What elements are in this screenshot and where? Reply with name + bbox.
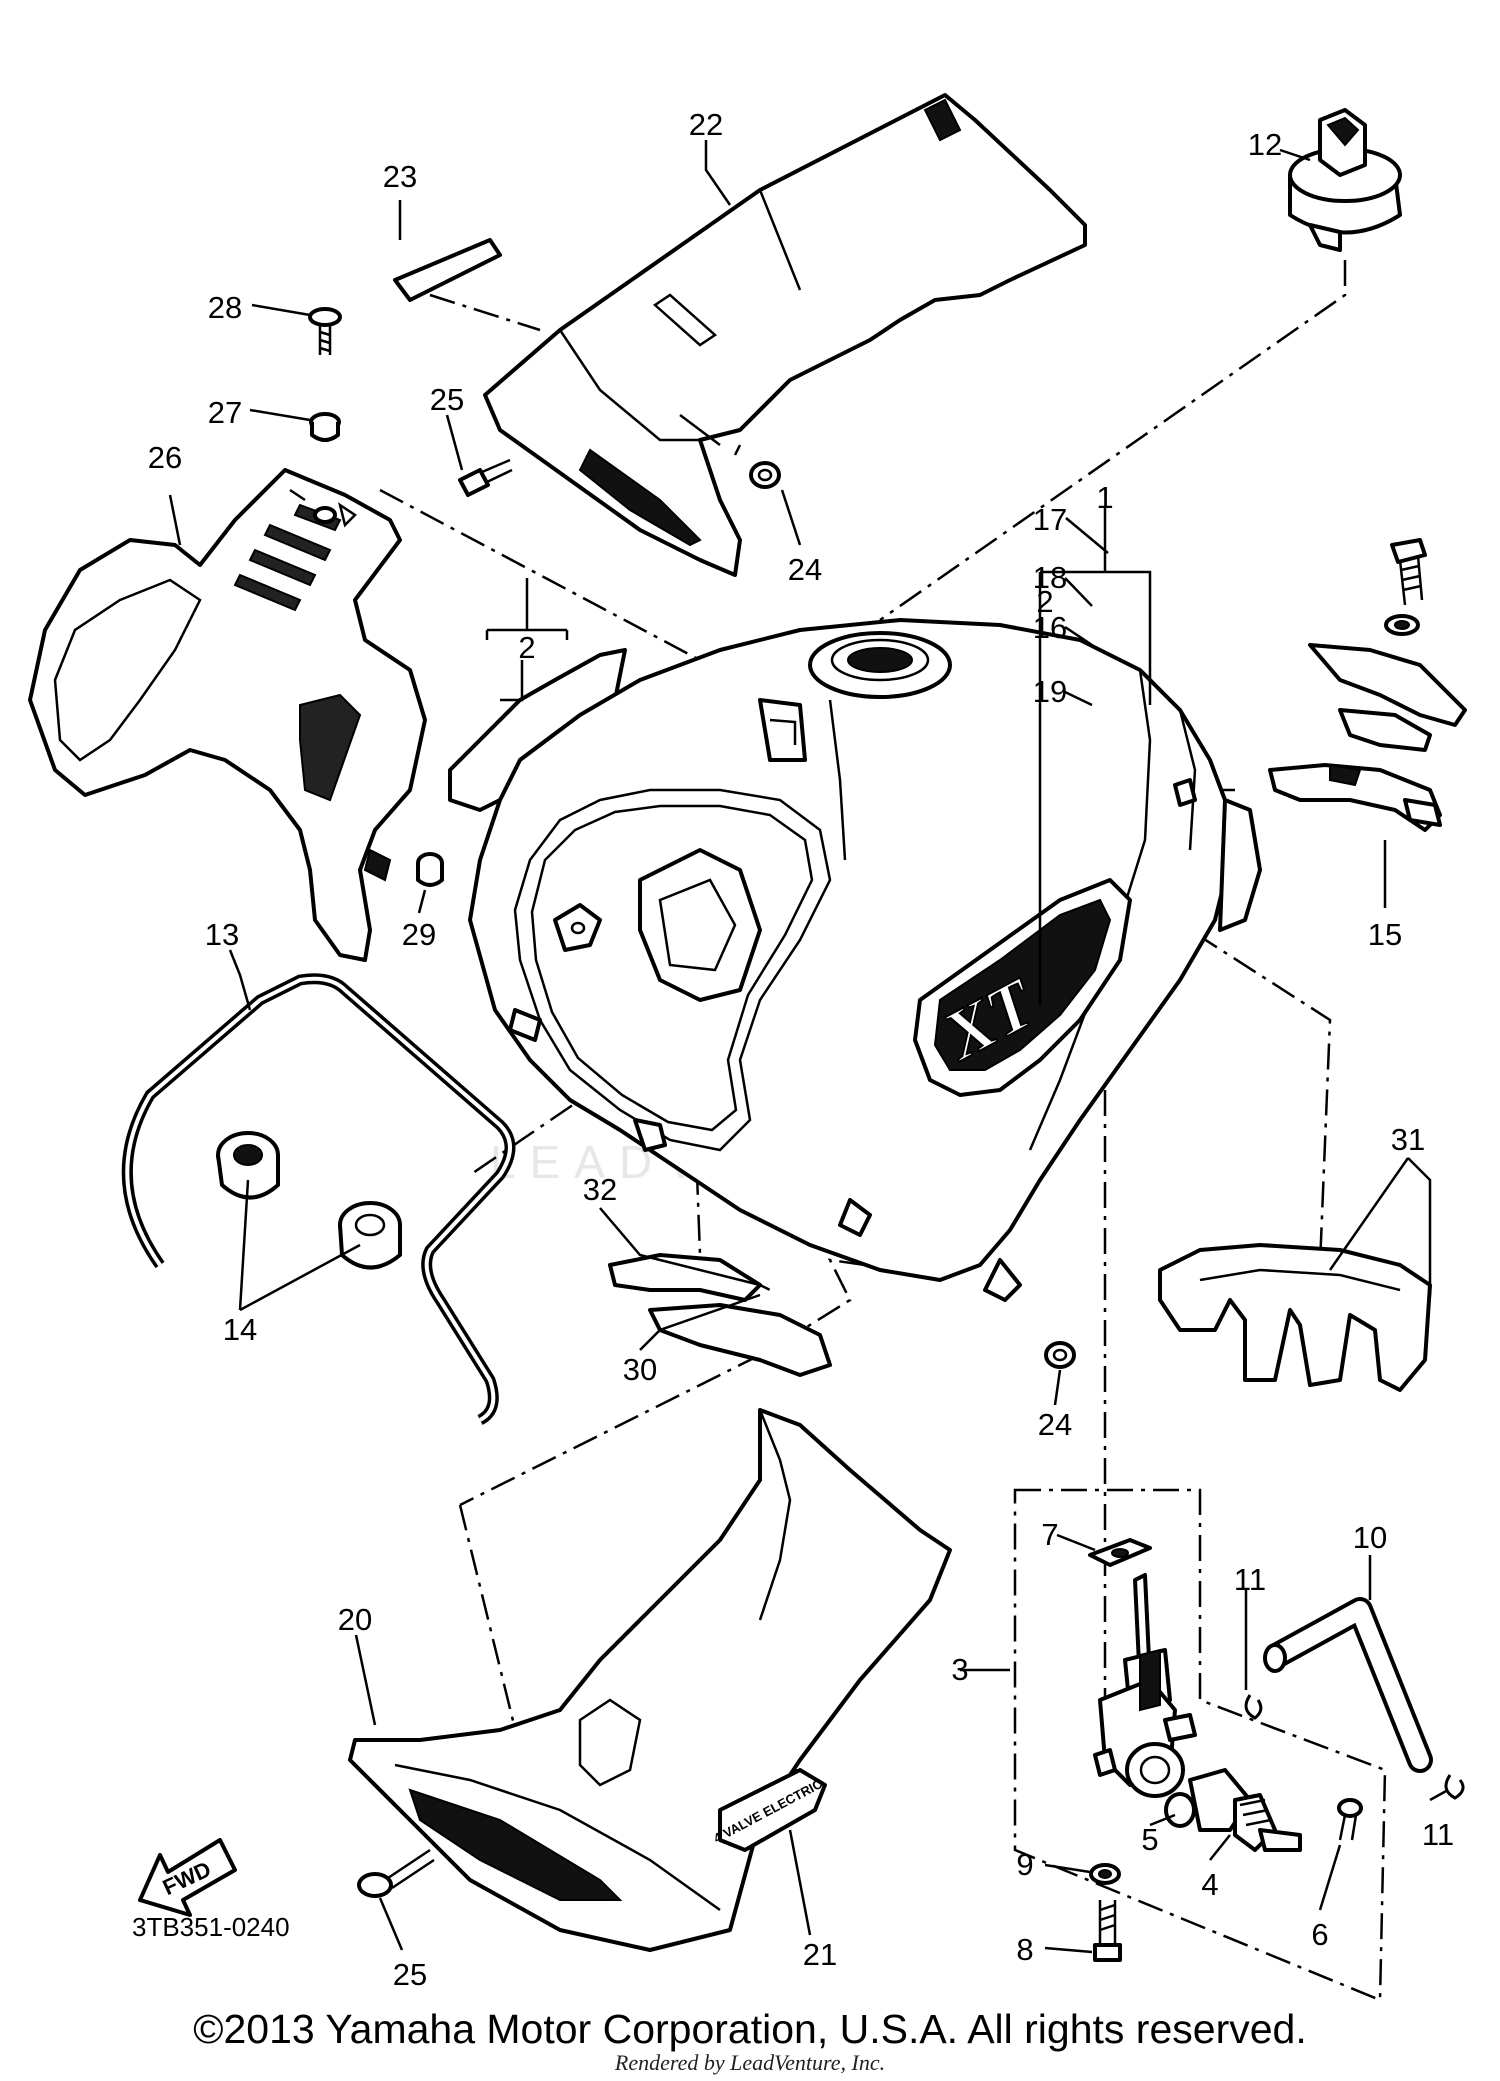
part-31-cover <box>1158 1243 1432 1392</box>
callout-23: 23 <box>383 159 417 194</box>
callout-30: 30 <box>623 1352 657 1387</box>
callout-11-b: 11 <box>1422 1817 1454 1852</box>
callout-3: 3 <box>951 1652 968 1687</box>
left-side-cover <box>28 468 427 962</box>
callout-2-tank: 2 <box>1036 584 1053 619</box>
callout-26: 26 <box>148 440 182 475</box>
part-19-plate <box>1338 708 1432 752</box>
part-13-strap <box>121 973 516 1425</box>
callout-27: 27 <box>208 395 242 430</box>
callout-32: 32 <box>583 1172 617 1207</box>
callout-10: 10 <box>1353 1520 1387 1555</box>
callout-9: 9 <box>1016 1847 1033 1882</box>
callout-25-lower: 25 <box>393 1957 427 1992</box>
diagram-code: 3TB351-0240 <box>132 1912 290 1942</box>
callout-28: 28 <box>208 290 242 325</box>
callout-1: 1 <box>1096 480 1113 515</box>
xt-decal: XT <box>913 878 1132 1097</box>
part-15-bracket <box>1268 763 1442 832</box>
part-16-bracket <box>1308 643 1467 727</box>
part-27-collar <box>309 412 341 442</box>
part-25-bolt-upper <box>458 458 513 497</box>
callout-25-upper: 25 <box>430 382 464 417</box>
callout-22: 22 <box>689 107 723 142</box>
part-28-bolt <box>308 307 342 355</box>
part-30-pad <box>648 1303 832 1377</box>
part-11-clip-b <box>1444 1774 1465 1800</box>
part-8-bolt <box>1093 1900 1122 1962</box>
copyright-notice: ©2013 Yamaha Motor Corporation, U.S.A. A… <box>193 2006 1307 2052</box>
part-11-clip-a <box>1244 1694 1263 1720</box>
part-25-bolt-lower <box>357 1848 435 1898</box>
callout-20: 20 <box>338 1602 372 1637</box>
callout-14: 14 <box>223 1312 257 1347</box>
callout-17: 17 <box>1033 502 1067 537</box>
callout-24-upper: 24 <box>788 552 822 587</box>
part-32-pad <box>608 1253 762 1302</box>
callout-18: 18 <box>1033 560 1067 595</box>
callout-4: 4 <box>1201 1867 1218 1902</box>
callout-labels: 1 2 2 3 4 5 6 7 8 9 10 11 11 12 13 14 15… <box>148 107 1454 1992</box>
callout-16: 16 <box>1033 610 1067 645</box>
callout-19: 19 <box>1033 674 1067 709</box>
part-6-screw <box>1337 1798 1363 1841</box>
part-24-grommet-lower <box>1044 1341 1076 1369</box>
fwd-arrow-icon: FWD <box>138 1838 237 1917</box>
part-14-damper-a <box>216 1131 280 1200</box>
part-17-bolt <box>1390 538 1427 606</box>
callout-12: 12 <box>1248 127 1282 162</box>
part-21-emblem: 4 VALVE ELECTRIC <box>711 1768 827 1852</box>
upper-shroud <box>483 93 1087 577</box>
callout-15: 15 <box>1368 917 1402 952</box>
callout-7: 7 <box>1041 1517 1058 1552</box>
lower-side-cover <box>348 1408 952 1952</box>
rendered-by-notice: Rendered by LeadVenture, Inc. <box>614 2050 886 2075</box>
part-7-gasket <box>1088 1538 1152 1567</box>
callout-8: 8 <box>1016 1932 1033 1967</box>
callout-6: 6 <box>1311 1917 1328 1952</box>
part-5-o-ring <box>1164 1792 1196 1828</box>
part-29-grommet <box>416 852 444 887</box>
callout-11-a: 11 <box>1234 1562 1266 1597</box>
part-14-damper-b <box>338 1201 402 1270</box>
part-12-fuel-cap <box>1288 108 1402 252</box>
callout-5: 5 <box>1141 1822 1158 1857</box>
part-3-fuel-cock <box>1093 1573 1197 1798</box>
callout-2-plate: 2 <box>518 630 535 665</box>
callout-13: 13 <box>205 917 239 952</box>
part-18-washer <box>1384 614 1420 636</box>
part-24-grommet-upper <box>749 461 781 489</box>
callout-31: 31 <box>1391 1122 1425 1157</box>
callout-24-lower: 24 <box>1038 1407 1072 1442</box>
callout-21: 21 <box>803 1937 837 1972</box>
part-23-decal <box>393 238 502 302</box>
part-9-washer <box>1089 1863 1121 1885</box>
callout-29: 29 <box>402 917 436 952</box>
part-4-lever <box>1188 1768 1302 1852</box>
leader-lines <box>168 140 1449 1954</box>
